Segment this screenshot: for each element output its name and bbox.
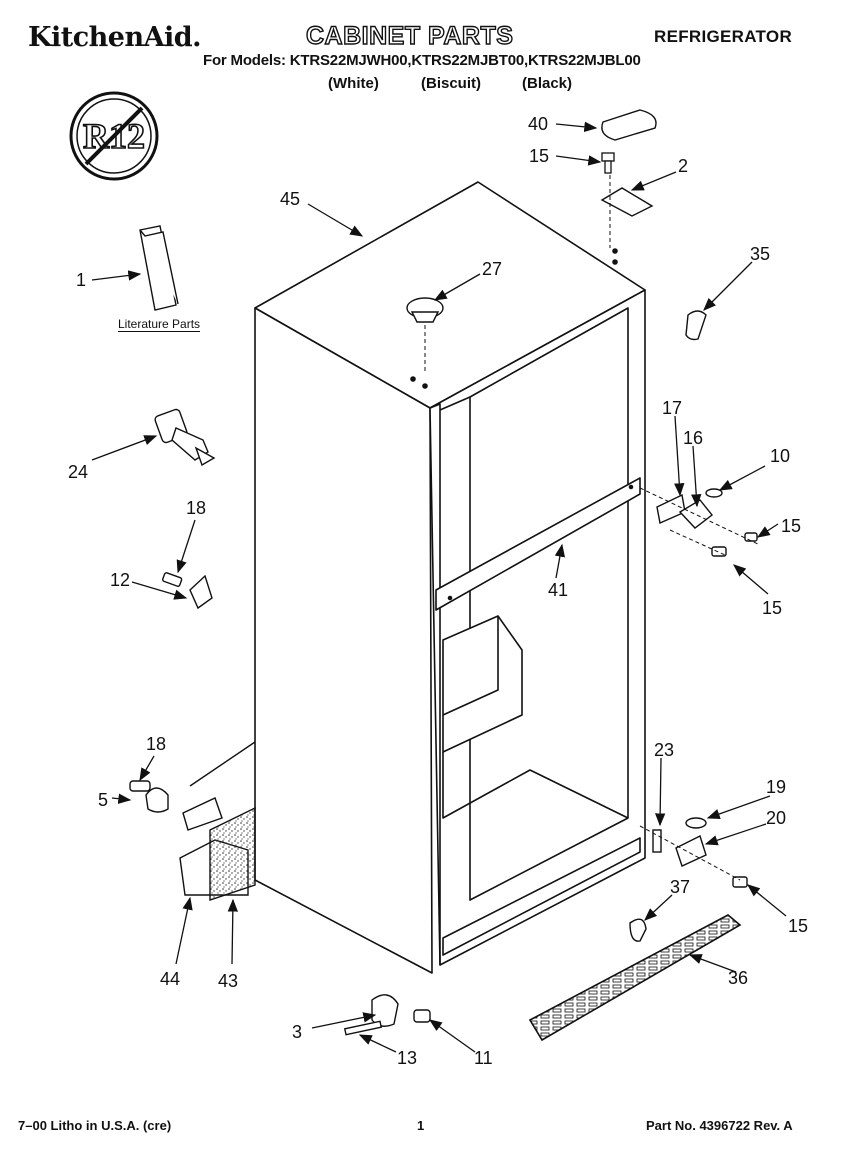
model-list: For Models: KTRS22MJWH00,KTRS22MJBT00,KT… [203, 52, 641, 69]
bottom-bracket-group [343, 994, 431, 1036]
page-title: CABINET PARTS [305, 21, 514, 50]
callout-15: 15 [788, 916, 808, 936]
callout-15: 15 [762, 598, 782, 618]
callout-3: 3 [292, 1022, 302, 1042]
callout-12: 12 [110, 570, 130, 590]
callout-16: 16 [683, 428, 703, 448]
callout-18: 18 [186, 498, 206, 518]
finish-black: (Black) [522, 75, 573, 92]
part-27-plug [406, 297, 444, 323]
brand-logo: KitchenAid. [28, 22, 202, 53]
callout-20: 20 [766, 808, 786, 828]
callout-2: 2 [678, 156, 688, 176]
insulation-pad-43 [209, 806, 256, 901]
callout-43: 43 [218, 971, 238, 991]
callout-17: 17 [662, 398, 682, 418]
callout-13: 13 [397, 1048, 417, 1068]
part-15-screw-top [601, 152, 615, 174]
no-r12-prohibition-icon: R12 [68, 90, 160, 182]
callout-40: 40 [528, 114, 548, 134]
callout-18: 18 [146, 734, 166, 754]
finish-biscuit: (Biscuit) [421, 75, 481, 92]
callout-45: 45 [280, 189, 300, 209]
part-2-top-hinge [600, 187, 654, 217]
callout-24: 24 [68, 462, 88, 482]
callout-27: 27 [482, 259, 502, 279]
callout-37: 37 [670, 877, 690, 897]
bottom-hinge-group [629, 817, 748, 942]
callout-15: 15 [781, 516, 801, 536]
finish-white: (White) [328, 75, 379, 92]
part-12-clip [162, 572, 213, 610]
callout-15: 15 [529, 146, 549, 166]
callout-10: 10 [770, 446, 790, 466]
callout-36: 36 [728, 968, 748, 988]
callout-1: 1 [76, 270, 86, 290]
part-35-cap [685, 310, 707, 341]
callout-44: 44 [160, 969, 180, 989]
part-number: Part No. 4396722 Rev. A [646, 1118, 793, 1133]
callout-35: 35 [750, 244, 770, 264]
appliance-category: REFRIGERATOR [654, 27, 793, 46]
callout-5: 5 [98, 790, 108, 810]
base-grille-36 [528, 914, 742, 1042]
literature-parts-label: Literature Parts [118, 317, 201, 332]
callout-11: 11 [474, 1048, 493, 1068]
center-hinge-group [656, 488, 758, 557]
literature-booklet [139, 225, 179, 311]
litho-note: 7–00 Litho in U.S.A. (cre) [18, 1118, 172, 1133]
part-5-bracket [129, 780, 223, 831]
part-40-hinge-cover [601, 109, 657, 141]
page-number: 1 [417, 1118, 425, 1133]
leader-lines [91, 121, 787, 1053]
part-24-drain-tube [154, 408, 216, 467]
callout-19: 19 [766, 777, 786, 797]
cabinet-body [254, 181, 646, 974]
callout-23: 23 [654, 740, 674, 760]
callout-41: 41 [548, 580, 568, 600]
